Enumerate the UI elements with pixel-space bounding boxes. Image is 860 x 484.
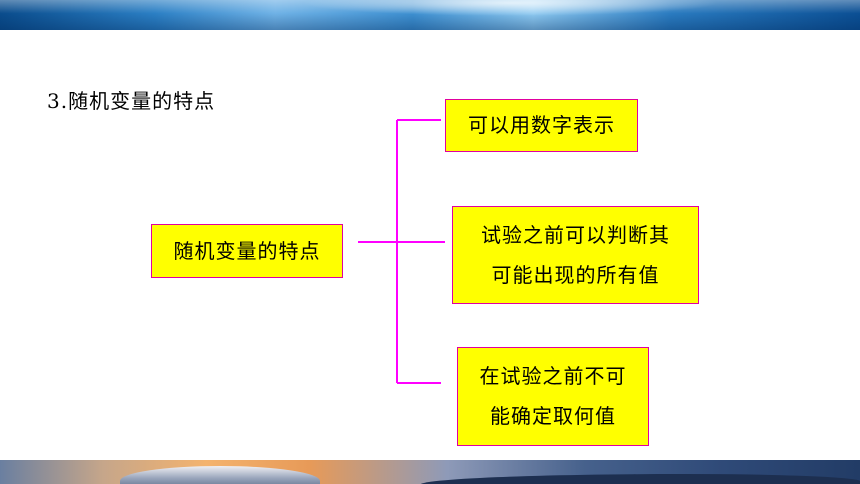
branch-node-3-line-1: 在试验之前不可 <box>479 364 627 388</box>
branch-node-2-line-2: 可能出现的所有值 <box>491 263 660 287</box>
mountain-decoration <box>120 466 320 484</box>
branch-node-2-line-1: 试验之前可以判断其 <box>481 223 670 247</box>
branch-node-1-line-1: 可以用数字表示 <box>468 113 615 137</box>
root-node-label: 随机变量的特点 <box>173 239 321 263</box>
branch-node-2: 试验之前可以判断其 可能出现的所有值 <box>452 206 699 304</box>
root-node: 随机变量的特点 <box>151 224 343 278</box>
top-banner <box>0 0 860 30</box>
branch-node-3-line-2: 能确定取何值 <box>490 404 616 428</box>
slide-heading: 3.随机变量的特点 <box>47 89 216 113</box>
ridge-decoration <box>420 474 860 484</box>
bottom-banner <box>0 460 860 484</box>
branch-node-1: 可以用数字表示 <box>445 99 638 152</box>
branch-node-3: 在试验之前不可 能确定取何值 <box>457 347 649 446</box>
